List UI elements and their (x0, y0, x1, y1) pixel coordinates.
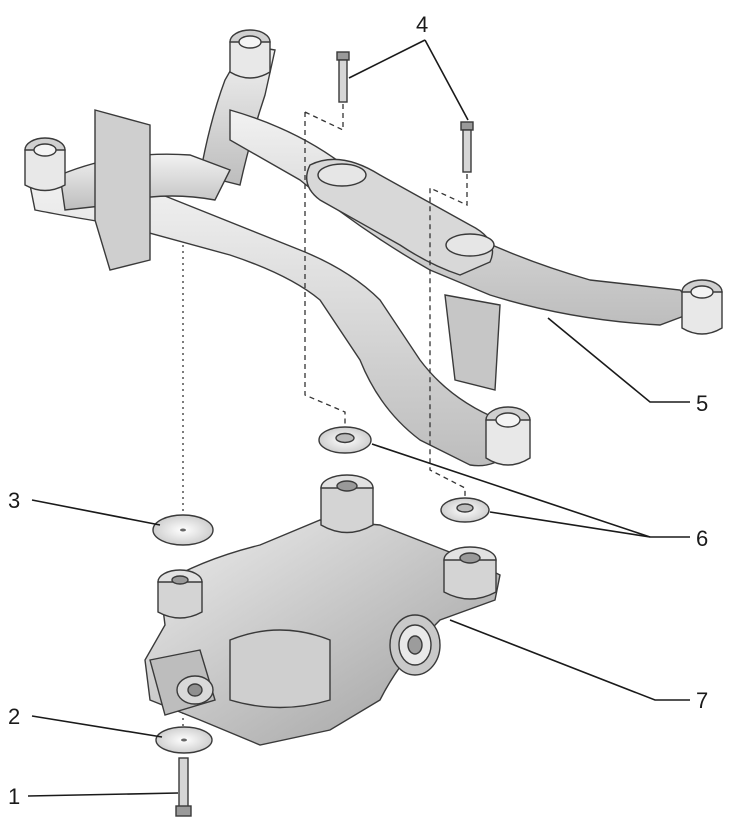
callout-6: 6 (371, 443, 708, 551)
callout-3: 3 (8, 488, 161, 526)
washer-part-2 (155, 726, 213, 754)
differential-housing (144, 474, 501, 746)
callout-2-label: 2 (8, 704, 20, 729)
subframe-bushing-top (229, 29, 271, 79)
callout-7: 7 (449, 619, 708, 713)
washer-part-3 (152, 514, 214, 546)
upper-bolt-right (460, 121, 474, 173)
washer-part-6-a (318, 426, 372, 454)
callout-3-label: 3 (8, 488, 20, 513)
callout-6-label: 6 (696, 526, 708, 551)
diff-mount-right (443, 546, 497, 600)
diff-mount-top (320, 474, 374, 534)
callout-7-label: 7 (696, 688, 708, 713)
callout-1-label: 1 (8, 784, 20, 809)
callout-2: 2 (8, 704, 163, 738)
subframe-bushing-right (681, 279, 723, 335)
upper-bolt-left (336, 51, 350, 103)
subframe-bushing-rear (485, 406, 531, 466)
subframe (24, 29, 723, 467)
callout-1: 1 (8, 784, 179, 809)
pinion-housing (149, 649, 216, 716)
callout-5: 5 (547, 317, 708, 416)
lower-bolt (175, 757, 192, 817)
washer-part-6-b (440, 497, 490, 523)
bolt-path-left (304, 104, 346, 428)
subframe-bushing-left (24, 137, 66, 192)
diff-mount-front-left (157, 569, 203, 619)
output-flange (389, 614, 441, 676)
callout-4-label: 4 (416, 12, 428, 37)
callout-5-label: 5 (696, 391, 708, 416)
callout-4: 4 (348, 12, 469, 121)
